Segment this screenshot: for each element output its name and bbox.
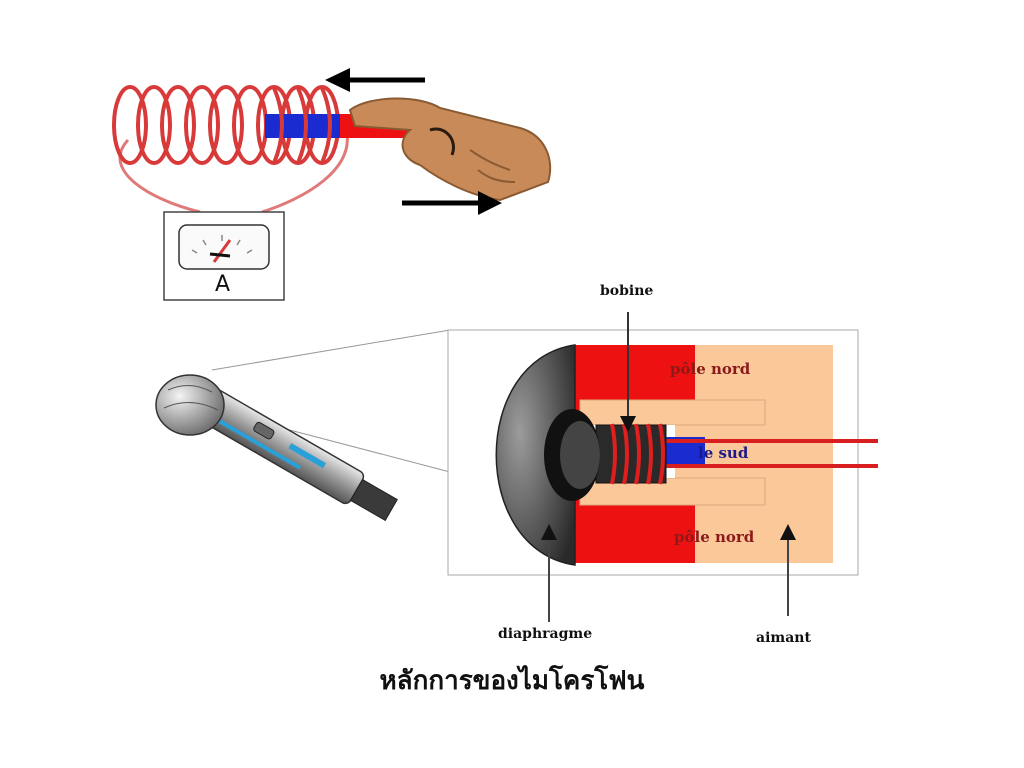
label-bobine: bobine [600,283,654,299]
microphone-cross-section [447,312,878,622]
ammeter-letter: A [215,272,231,297]
label-aimant: aimant [756,630,811,646]
arrow-right-icon [402,191,502,215]
pole-north-top-red [575,345,695,400]
bobine-coil [595,423,667,485]
label-pole-sud: le sud [698,444,749,462]
label-pole-nord-bottom: pôle nord [674,528,755,546]
wire-left [118,138,201,214]
microphone-icon [155,329,451,522]
diaphragm-dome [495,344,576,566]
induction-experiment [112,68,552,301]
diaphragme-arrow-icon [541,524,557,622]
magnet-blue-end [265,114,340,138]
pole-north-bottom-red [575,505,695,563]
bobine-arrow-icon [620,312,636,432]
wire-right [261,124,349,214]
caption: หลักการของไมโครโฟน [379,666,645,696]
ammeter-icon [163,211,285,301]
aimant-arrow-icon [780,524,796,616]
label-diaphragme: diaphragme [498,626,593,642]
hand-icon [348,97,552,202]
arrow-left-icon [325,68,425,92]
label-pole-nord-top: pôle nord [670,360,751,378]
